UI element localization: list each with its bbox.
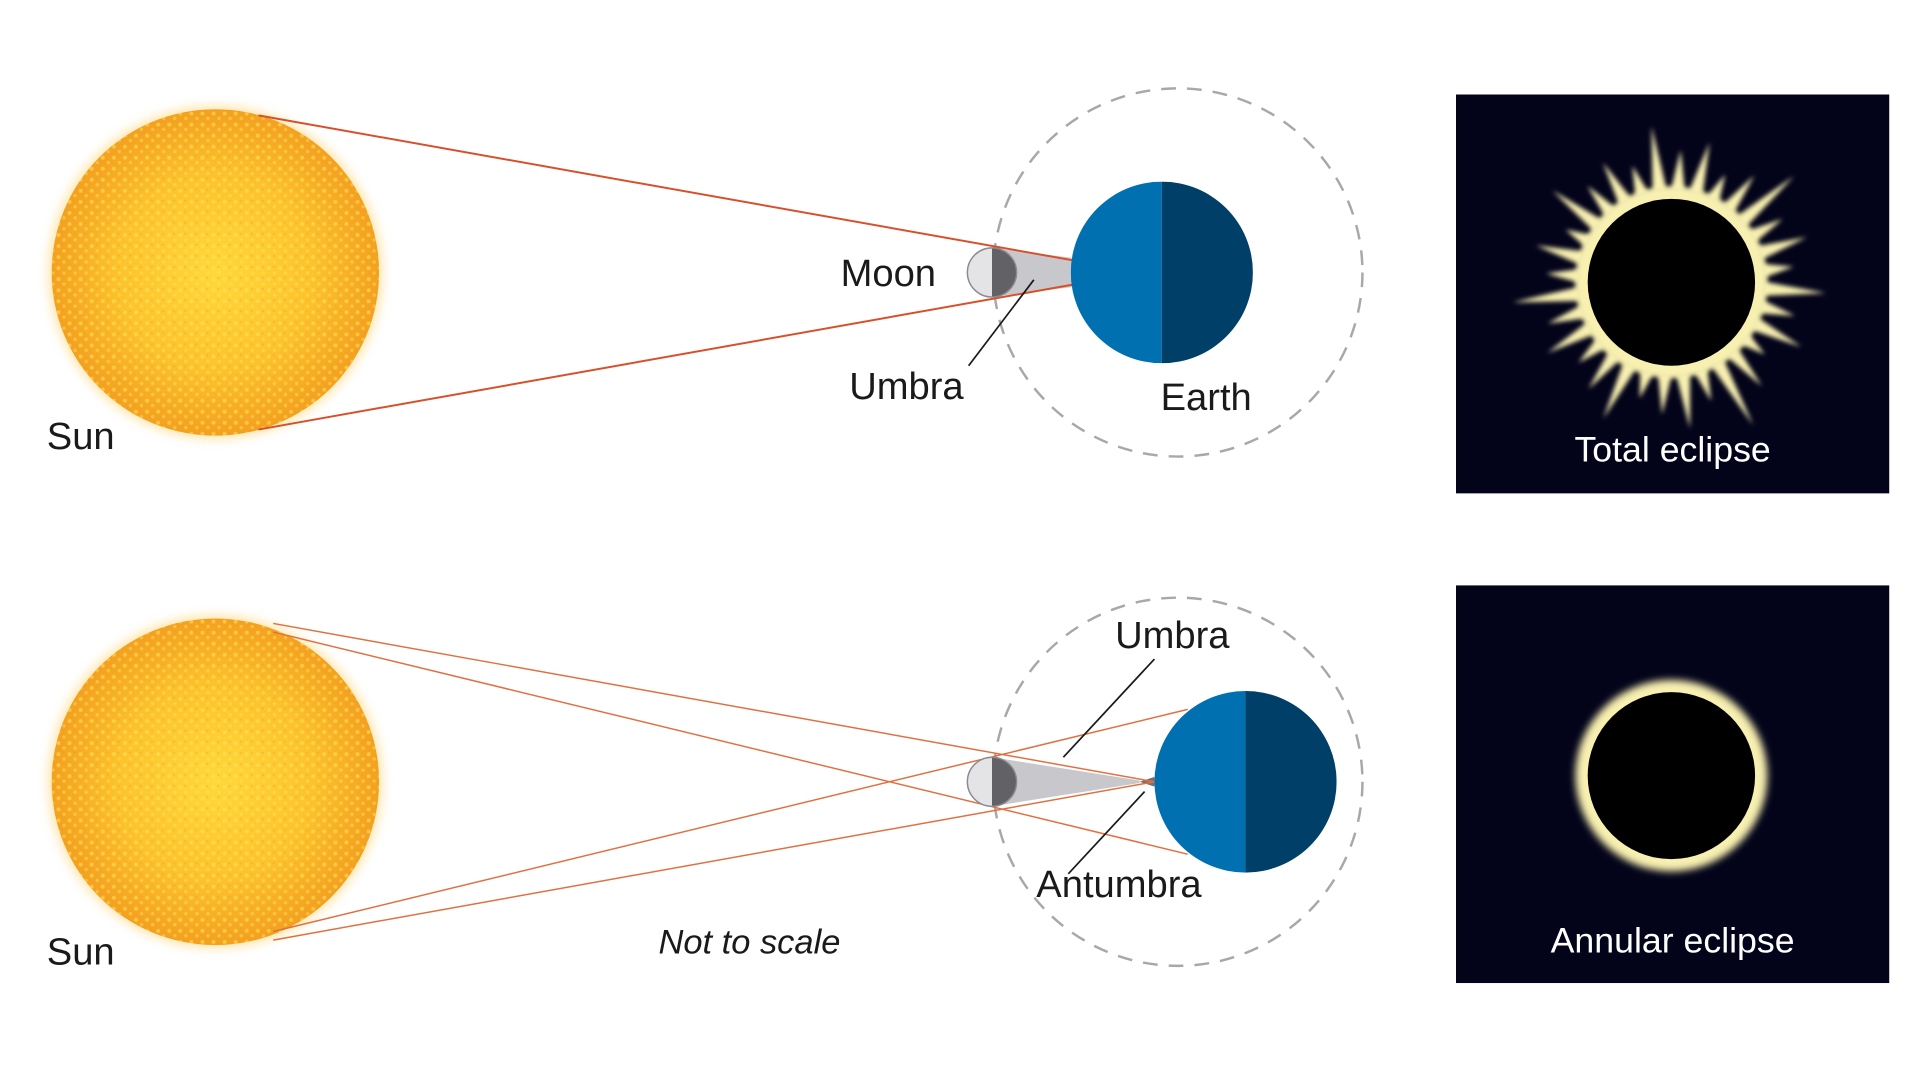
corona-spike: [1603, 162, 1633, 208]
corona-spike: [1512, 286, 1583, 303]
ray-bottom-4: [273, 781, 1155, 941]
corona-spike: [1675, 371, 1691, 429]
annular-eclipse-panel: Sun Umbra Antumbra Not to scale Annular …: [47, 585, 1890, 984]
sun-bottom: [48, 614, 383, 949]
corona-spike: [1757, 299, 1795, 316]
umbra-cone-bottom: [992, 757, 1140, 807]
umbra-leader-bottom: [1062, 658, 1156, 758]
corona-spike: [1735, 176, 1795, 229]
corona-spike: [1546, 268, 1582, 284]
sun-label-top: Sun: [47, 416, 115, 458]
sun-top: [48, 105, 383, 440]
corona-spike: [1552, 190, 1605, 233]
corona-spike: [1603, 360, 1638, 419]
earth-label: Earth: [1161, 377, 1252, 419]
corona-spike: [1710, 357, 1754, 426]
ray-top-lower: [258, 283, 1073, 431]
not-to-scale-note: Not to scale: [658, 924, 840, 962]
umbra-label-bottom: Umbra: [1115, 615, 1230, 657]
moon-top: [966, 247, 1018, 298]
annular-eclipse-inset: Annular eclipse: [1456, 585, 1890, 984]
total-eclipse-caption: Total eclipse: [1574, 430, 1770, 470]
ray-bottom-3: [273, 622, 1155, 783]
total-eclipse-inset: Total eclipse: [1456, 94, 1890, 494]
antumbra-leader: [1067, 791, 1146, 875]
corona-spike: [1688, 142, 1710, 197]
corona-spike: [1760, 263, 1794, 279]
umbra-label-top: Umbra: [849, 366, 964, 408]
antumbra-wedge: [1139, 776, 1155, 787]
sun-label-bottom: Sun: [47, 932, 115, 974]
corona-spike: [1721, 175, 1755, 216]
earth-top: [1070, 181, 1253, 364]
ray-top-upper: [258, 114, 1073, 262]
antumbra-label: Antumbra: [1036, 864, 1202, 906]
corona-spike: [1651, 126, 1668, 194]
total-eclipse-panel: Sun Moon Umbra Earth Total eclipse: [47, 87, 1890, 494]
corona-spike: [1547, 320, 1597, 353]
corona-spike: [1725, 345, 1762, 387]
corona-spike: [1657, 372, 1673, 415]
corona-spike: [1693, 365, 1712, 401]
corona: [1512, 126, 1827, 429]
corona-spike: [1588, 349, 1622, 390]
annular-eclipse-caption: Annular eclipse: [1551, 920, 1795, 960]
corona-spike: [1547, 304, 1588, 324]
corona-spike: [1761, 281, 1827, 296]
ray-bottom-1: [273, 631, 1188, 855]
earth-bottom: [1154, 690, 1337, 873]
ray-bottom-2: [273, 708, 1188, 933]
moon-disk-total: [1587, 198, 1756, 366]
corona-spike: [1749, 316, 1802, 347]
moon-disk-annular: [1587, 692, 1756, 860]
corona-spike: [1755, 237, 1807, 261]
corona-spike: [1670, 150, 1685, 193]
moon-label: Moon: [841, 253, 936, 295]
umbra-leader-top: [967, 279, 1035, 367]
corona-spike: [1536, 245, 1586, 266]
